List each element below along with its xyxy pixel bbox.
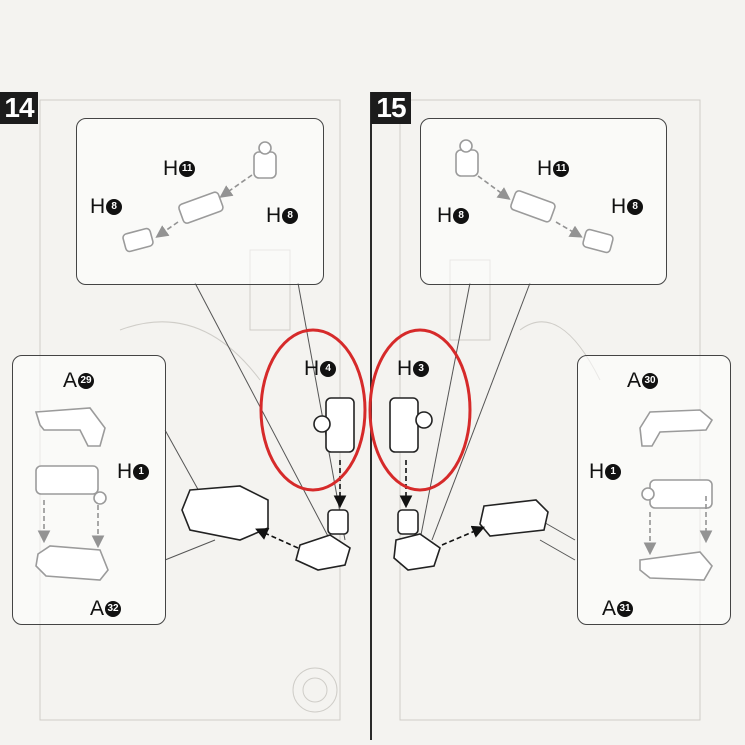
left-main-arrows (255, 460, 347, 549)
right-main-arrows (399, 460, 485, 546)
left-main-parts (181, 397, 355, 571)
right-main-parts (389, 397, 549, 571)
right-side-panel (577, 355, 731, 625)
step-number-14: 14 (0, 92, 38, 124)
right-top-panel (420, 118, 667, 285)
left-side-panel (12, 355, 166, 625)
callout-lines-right (419, 282, 576, 561)
highlight-ring-right (368, 328, 472, 492)
step-number-15: 15 (371, 92, 411, 124)
highlight-ring-left (259, 328, 367, 492)
